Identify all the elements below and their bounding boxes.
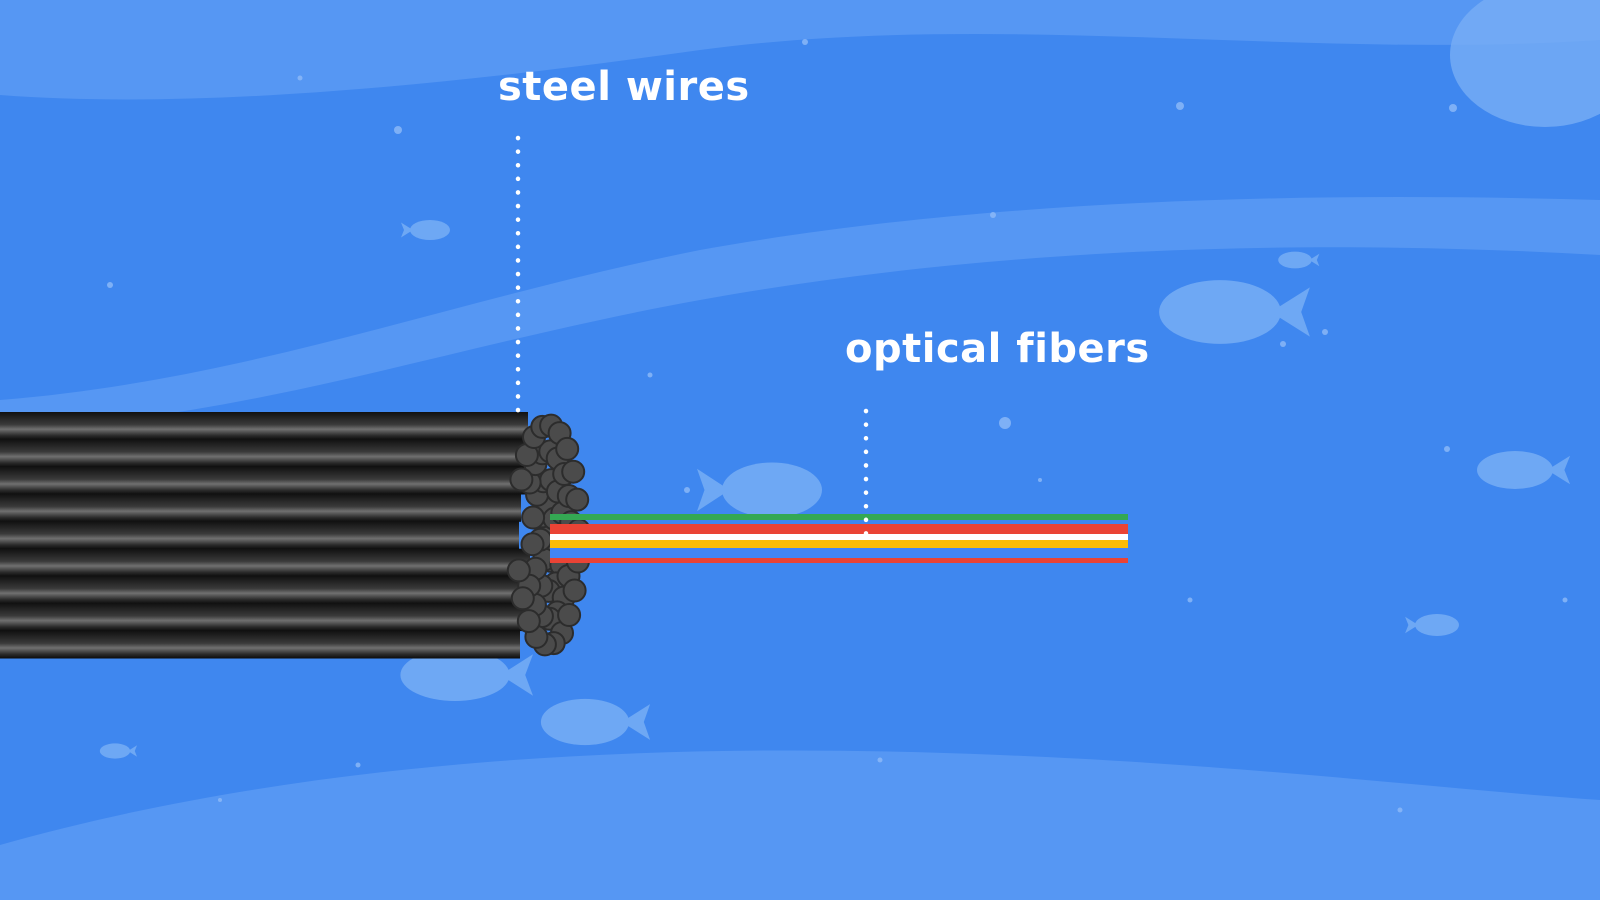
fish-icon (1405, 614, 1459, 636)
fiber-red-lower (550, 558, 1128, 563)
steel-wire-end (565, 487, 590, 512)
steel-wire-cable (0, 412, 591, 659)
steel-wire-end (561, 459, 586, 484)
optical-fiber-bundle (550, 514, 1128, 563)
fish-icon (401, 220, 450, 240)
fiber-blue (550, 548, 1128, 558)
steel-wire-end (555, 436, 580, 461)
wave-bottom (0, 750, 1600, 900)
steel-wires-label: steel wires (498, 64, 750, 110)
steel-wire-end (506, 558, 531, 583)
steel-wire-strand (0, 466, 533, 495)
water-particles (107, 39, 1568, 813)
fish-large-top-right-icon (1450, 0, 1600, 127)
steel-wire-end (521, 505, 546, 530)
fish-icon (540, 698, 651, 746)
steel-wire-strand (0, 603, 531, 632)
fish-icon (697, 462, 822, 518)
steel-wire-strand (0, 521, 519, 550)
fish-icon (1159, 280, 1310, 344)
wave-top (0, 0, 1600, 100)
steel-wire-strand (0, 494, 521, 522)
fish-icon (1477, 451, 1571, 489)
steel-wire-strand (0, 439, 538, 468)
fiber-red (550, 524, 1128, 534)
fish-icon (99, 743, 138, 759)
steel-wire-strand (0, 576, 538, 604)
fish-icon (1278, 251, 1320, 269)
fiber-white (550, 534, 1128, 540)
steel-wire-strand (0, 630, 520, 659)
fiber-green (550, 514, 1128, 520)
steel-wire-end (562, 578, 587, 603)
fish-school (99, 220, 1571, 759)
fiber-yellow (550, 540, 1128, 548)
optical-fibers-label: optical fibers (845, 326, 1150, 372)
steel-wire-strand (0, 412, 528, 440)
steel-wire-end (557, 603, 582, 627)
fish-icon (400, 649, 533, 701)
steel-wire-end (520, 532, 545, 557)
steel-wire-end (510, 586, 535, 611)
steel-wire-strands (0, 412, 538, 659)
steel-wire-end (516, 609, 541, 634)
leader-lines (515, 135, 869, 543)
wave-middle (0, 197, 1600, 430)
steel-wire-end (509, 467, 534, 492)
steel-wire-strand (0, 548, 530, 577)
